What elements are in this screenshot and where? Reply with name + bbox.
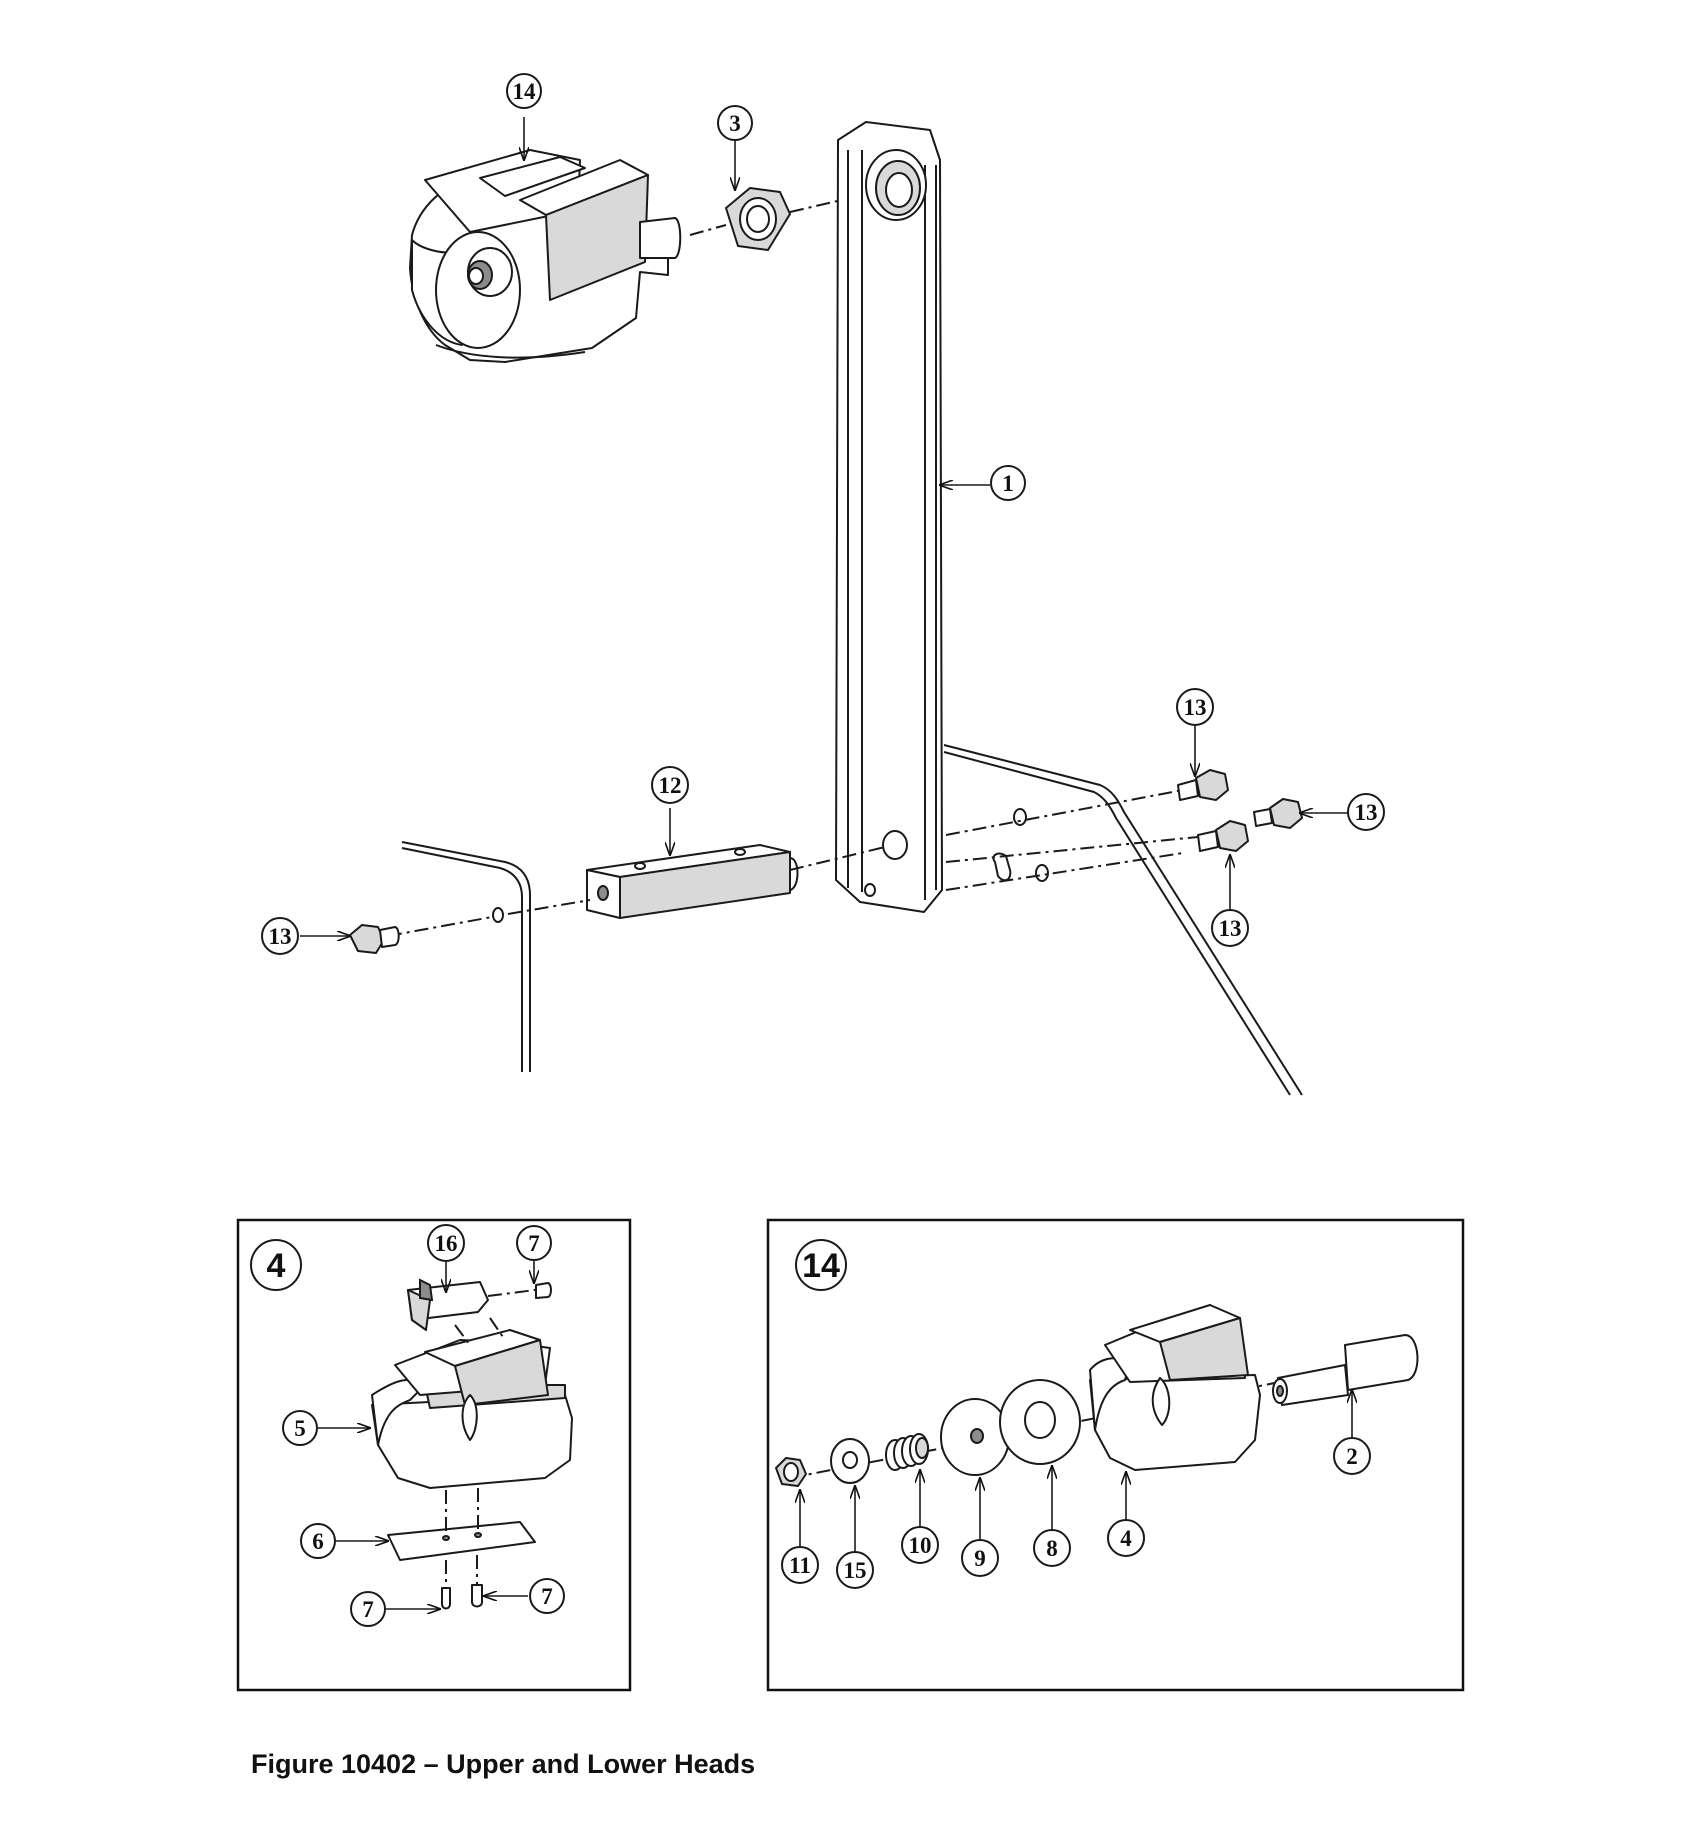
inset-4-panel: 4 bbox=[236, 1218, 632, 1692]
left-frame-plate bbox=[401, 841, 531, 1072]
callout-label: 10 bbox=[909, 1533, 932, 1558]
figure-caption: Figure 10402 – Upper and Lower Heads bbox=[251, 1749, 756, 1779]
callout-9: 9 bbox=[961, 1539, 999, 1577]
callout-label: 7 bbox=[541, 1584, 553, 1609]
callout-11: 11 bbox=[781, 1546, 819, 1584]
bolt-part-13-bottom bbox=[1197, 820, 1249, 852]
right-frame-plate bbox=[943, 744, 1303, 1096]
callout-15: 15 bbox=[836, 1551, 874, 1589]
callout-10: 10 bbox=[901, 1526, 939, 1564]
callout-1: 1 bbox=[990, 465, 1026, 501]
callout-5: 5 bbox=[282, 1410, 318, 1446]
callout-4: 4 bbox=[1107, 1519, 1145, 1557]
callout-label: 5 bbox=[294, 1416, 306, 1441]
callout-label: 9 bbox=[974, 1546, 986, 1571]
upper-head-assembly bbox=[409, 149, 682, 363]
callout-label: 14 bbox=[513, 79, 537, 104]
callout-label: 8 bbox=[1046, 1536, 1058, 1561]
callout-13-right: 13 bbox=[1347, 793, 1385, 831]
inset-label: 14 bbox=[802, 1247, 840, 1285]
bolt-part-13-top bbox=[1177, 769, 1229, 801]
callout-7-right: 7 bbox=[529, 1578, 565, 1614]
arm-part-1 bbox=[835, 121, 943, 913]
callout-label: 13 bbox=[1184, 695, 1207, 720]
callout-7-left: 7 bbox=[350, 1591, 386, 1627]
callout-label: 13 bbox=[1355, 800, 1378, 825]
callout-16: 16 bbox=[427, 1224, 465, 1262]
callout-3: 3 bbox=[717, 105, 753, 141]
callout-label: 1 bbox=[1002, 471, 1014, 496]
callout-label: 2 bbox=[1346, 1444, 1358, 1469]
bolt-part-13-right bbox=[1253, 798, 1303, 829]
spacer-block-part-12 bbox=[586, 844, 799, 919]
callout-13-top: 13 bbox=[1176, 688, 1214, 726]
bolt-part-13-left bbox=[349, 924, 400, 954]
inset-label: 4 bbox=[267, 1247, 286, 1285]
callout-6: 6 bbox=[300, 1523, 336, 1559]
inset-14-panel: 14 bbox=[766, 1218, 1465, 1692]
callout-label: 16 bbox=[435, 1231, 458, 1256]
callout-label: 7 bbox=[362, 1597, 374, 1622]
callout-label: 15 bbox=[844, 1558, 867, 1583]
callout-7-top: 7 bbox=[516, 1225, 552, 1261]
callout-label: 4 bbox=[1120, 1526, 1132, 1551]
callout-label: 6 bbox=[312, 1529, 324, 1554]
callout-12: 12 bbox=[651, 766, 689, 804]
callout-13-bottom: 13 bbox=[1211, 909, 1249, 947]
callout-8: 8 bbox=[1033, 1529, 1071, 1567]
callout-label: 12 bbox=[659, 773, 682, 798]
callout-14-main: 14 bbox=[506, 73, 542, 109]
callout-label: 3 bbox=[729, 111, 741, 136]
callout-2: 2 bbox=[1333, 1437, 1371, 1475]
callout-label: 7 bbox=[528, 1231, 540, 1256]
nut-part-3 bbox=[725, 187, 791, 251]
callout-label: 13 bbox=[1219, 916, 1242, 941]
callout-label: 11 bbox=[789, 1553, 811, 1578]
callout-label: 13 bbox=[269, 924, 292, 949]
callout-13-left: 13 bbox=[261, 917, 299, 955]
